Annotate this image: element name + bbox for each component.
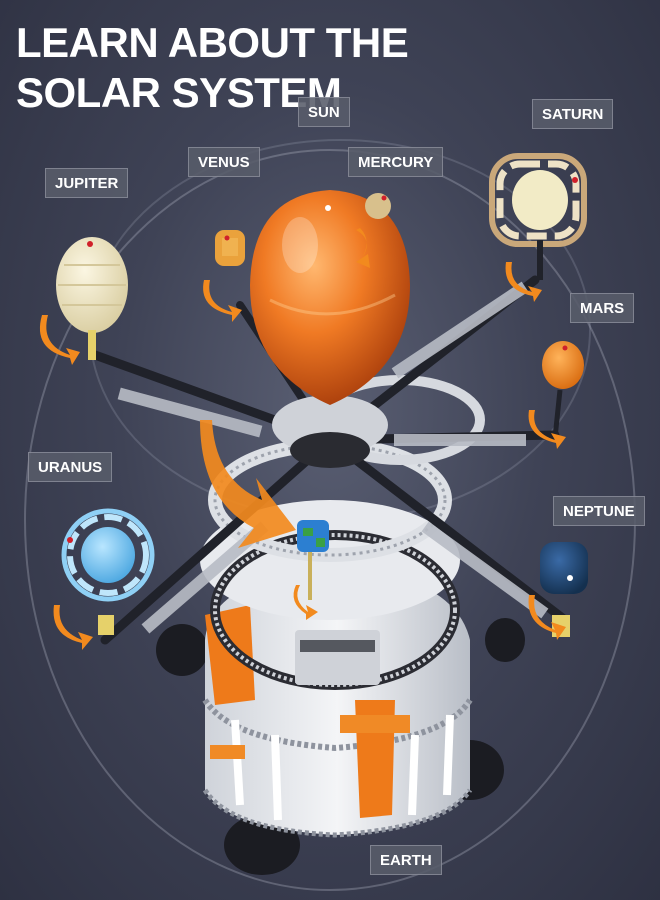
earth-planet (297, 520, 329, 600)
label-venus: VENUS (188, 147, 260, 177)
neptune-planet (540, 542, 588, 637)
wheel (156, 624, 208, 676)
saturn-planet (489, 153, 587, 280)
mercury-planet (365, 193, 391, 219)
label-mercury: MERCURY (348, 147, 444, 177)
label-earth: EARTH (370, 845, 442, 875)
label-mars: MARS (570, 293, 635, 323)
rotation-arrows (39, 228, 566, 650)
wheel (224, 815, 300, 875)
venus-planet (215, 230, 245, 266)
label-saturn: SATURN (532, 99, 614, 129)
page-title: LEARN ABOUT THE SOLAR SYSTEM (16, 18, 409, 118)
title-line-1: LEARN ABOUT THE (16, 19, 409, 66)
title-line-2: SOLAR SYSTEM (16, 69, 342, 116)
uranus-planet (61, 508, 155, 635)
label-sun: SUN (298, 97, 350, 127)
mars-planet (542, 341, 584, 439)
jupiter-planet (56, 237, 128, 360)
earth-pointer-arrow (200, 420, 296, 548)
label-uranus: URANUS (28, 452, 113, 482)
label-neptune: NEPTUNE (553, 496, 645, 526)
wheel (485, 618, 525, 662)
sun-dome (250, 190, 410, 405)
label-jupiter: JUPITER (45, 168, 129, 198)
